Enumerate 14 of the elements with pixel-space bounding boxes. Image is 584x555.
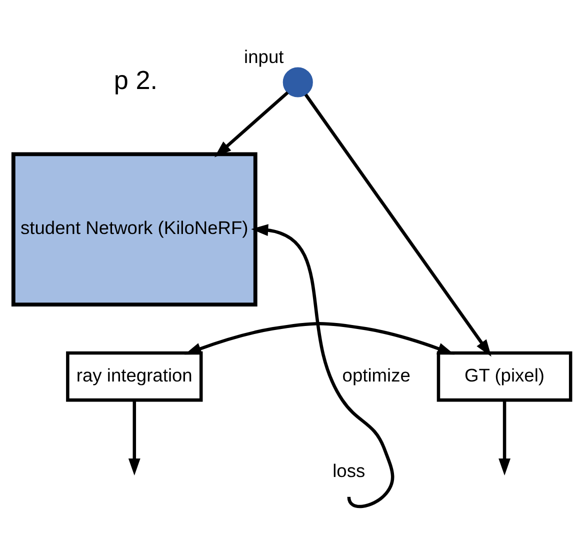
node-box: GT (pixel) xyxy=(436,351,572,402)
arrow xyxy=(251,224,394,508)
node-text: loss xyxy=(332,460,366,481)
arrow xyxy=(498,400,510,476)
arrow xyxy=(128,400,140,476)
arrow xyxy=(214,91,289,158)
edge-label: optimize xyxy=(342,364,410,386)
node-box: ray integration xyxy=(66,351,203,402)
node-circle xyxy=(282,67,313,98)
arrow xyxy=(184,322,455,355)
node-box: student Network (KiloNeRF) xyxy=(11,152,258,307)
arrow xyxy=(304,94,492,357)
node-label: input xyxy=(244,46,284,67)
label: p 2. xyxy=(114,64,158,95)
